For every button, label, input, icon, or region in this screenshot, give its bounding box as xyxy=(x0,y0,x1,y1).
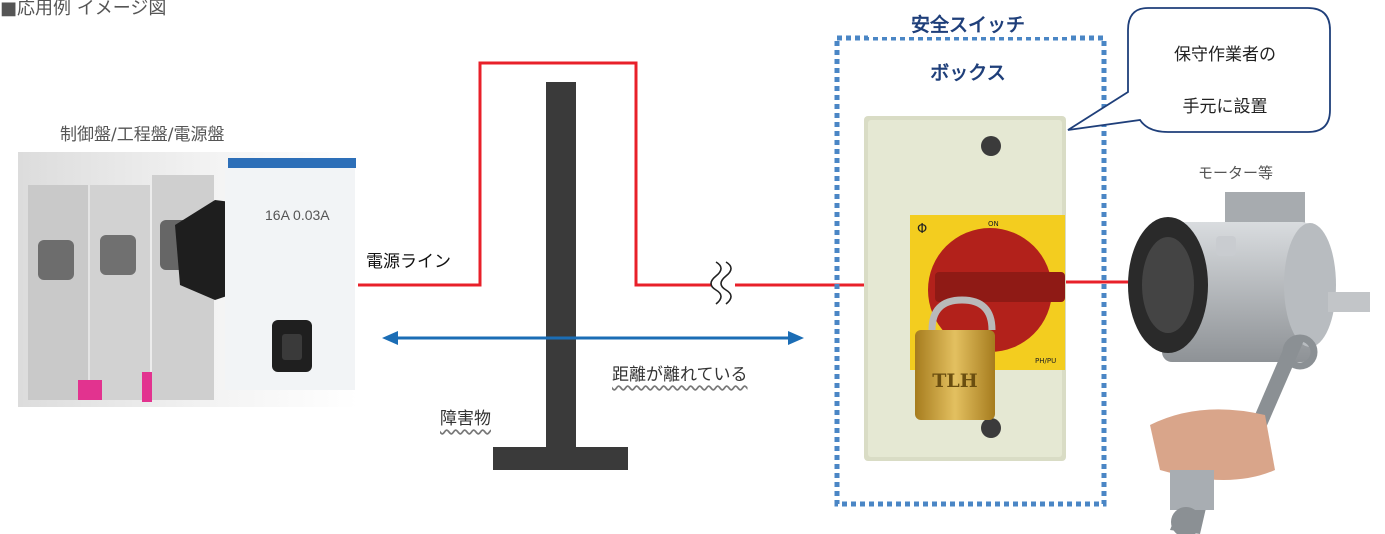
power-line xyxy=(358,61,712,287)
switch-symbol-mark: Φ xyxy=(917,222,927,237)
callout-text-line1: 保守作業者の xyxy=(1174,45,1276,65)
power-line-label: 電源ライン xyxy=(366,252,451,272)
switch-model-mark: PH/PU xyxy=(1035,357,1056,365)
motor-label: モーター等 xyxy=(1198,164,1274,182)
obstacle-shape xyxy=(493,82,628,470)
distance-arrow xyxy=(382,331,804,345)
breaker-rating-text: 16A 0.03A xyxy=(265,207,330,223)
safety-switch-title-line2: ボックス xyxy=(930,62,1006,84)
switch-on-mark: ON xyxy=(988,220,999,228)
header-title: ■応用例 イメージ図 xyxy=(0,0,167,19)
hand-with-wrench-image xyxy=(1150,334,1318,534)
line-break-symbol xyxy=(710,261,732,305)
callout-text-line2: 手元に設置 xyxy=(1182,97,1268,117)
distance-label: 距離が離れている xyxy=(612,365,748,385)
obstacle-label: 障害物 xyxy=(440,409,491,429)
motor-image xyxy=(1128,192,1370,362)
safety-switch-title-line1: 安全スイッチ xyxy=(868,10,1068,37)
control-panel-label: 制御盤/工程盤/電源盤 xyxy=(60,125,225,145)
padlock xyxy=(915,330,995,420)
safety-switch-box-border xyxy=(834,35,1107,507)
control-panel-image: 16A 0.03A xyxy=(18,152,358,407)
callout-bubble xyxy=(1067,7,1331,133)
padlock-text: TLH xyxy=(932,370,977,392)
safety-switch-image: Φ ON PH/PU TLH xyxy=(864,116,1066,461)
